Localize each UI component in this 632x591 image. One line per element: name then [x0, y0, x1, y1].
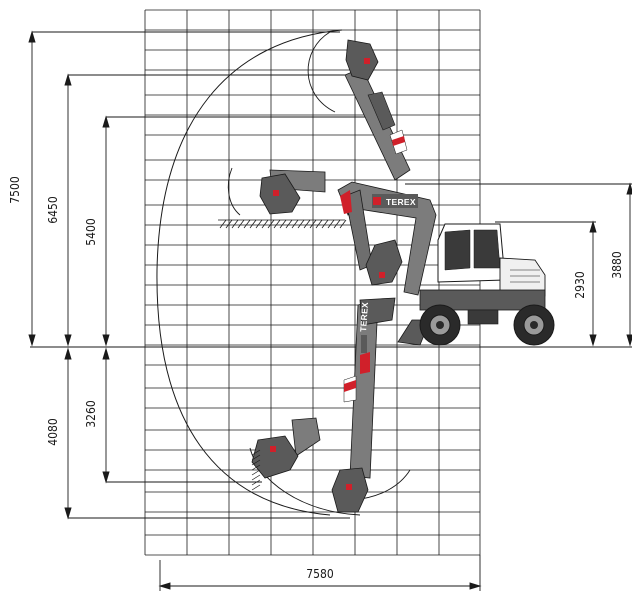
hatch-stroke	[321, 219, 329, 229]
dimension-label-7500: 7500	[8, 176, 22, 204]
hatch-stroke	[309, 219, 317, 229]
depth-dimension-4080	[64, 347, 350, 520]
hatch-stroke	[285, 219, 293, 229]
dimension-label-7580: 7580	[306, 567, 334, 581]
height-dimension-2930	[495, 220, 597, 347]
hatch-stroke	[251, 464, 261, 471]
dimension-label-6450: 6450	[46, 196, 60, 224]
hatch-stroke	[231, 219, 239, 229]
hatch-stroke	[225, 219, 233, 229]
inner-arc-top	[307, 31, 336, 113]
hatch-stroke	[267, 219, 275, 229]
dimension-label-4080: 4080	[46, 418, 60, 446]
arm-position-max-depth: TEREX	[331, 297, 396, 513]
hatch-stroke	[251, 469, 261, 476]
hatch-stroke	[315, 219, 323, 229]
hatch-stroke	[333, 219, 341, 229]
dimension-label-5400: 5400	[84, 218, 98, 246]
bucket-middle	[259, 173, 301, 215]
hatch-stroke	[251, 474, 261, 481]
hatch-stroke	[303, 219, 311, 229]
reach-dimension-7580	[158, 555, 482, 591]
bucket-top	[345, 39, 379, 81]
rear-wheel	[513, 304, 555, 346]
hatch-stroke	[291, 219, 299, 229]
hatch-stroke	[251, 454, 261, 461]
front-wheel	[419, 304, 461, 346]
reach-envelope-arc	[156, 29, 343, 516]
dimension-label-2930: 2930	[573, 271, 587, 299]
bucket-lower-left	[251, 435, 299, 479]
hatch-stroke	[251, 479, 261, 486]
arm-position-ground-reach	[259, 169, 326, 215]
hatch-stroke	[251, 459, 261, 466]
bucket-machine	[365, 239, 403, 286]
hatch-stroke	[297, 219, 305, 229]
hatch-stroke	[327, 219, 335, 229]
hatch-stroke	[255, 219, 263, 229]
height-dimension-6450	[64, 73, 350, 347]
hatch-stroke	[339, 219, 347, 229]
hatch-stroke	[279, 219, 287, 229]
inner-arc-mid	[227, 167, 241, 216]
dimension-label-3880: 3880	[610, 251, 624, 279]
hatch-stroke	[261, 219, 269, 229]
hatch-stroke	[251, 484, 261, 491]
arm-position-vertical-wall	[251, 417, 321, 491]
height-dimension-5400	[102, 115, 390, 347]
height-dimension-7500	[28, 30, 340, 347]
hatch-stroke	[243, 219, 251, 229]
hatch-stroke	[249, 219, 257, 229]
boom-logo: TEREX	[386, 197, 416, 207]
hatch-stroke	[273, 219, 281, 229]
dimension-label-3260: 3260	[84, 400, 98, 428]
hatch-stroke	[251, 449, 261, 456]
excavator-machine: TEREX	[337, 181, 555, 346]
hatch-stroke	[237, 219, 245, 229]
boom-logo-lower: TEREX	[358, 302, 370, 332]
arm-position-max-height	[344, 39, 411, 181]
reference-grid	[144, 9, 481, 556]
ground-hatch	[218, 219, 347, 229]
hatch-stroke	[219, 219, 227, 229]
depth-dimension-3260	[102, 347, 262, 484]
